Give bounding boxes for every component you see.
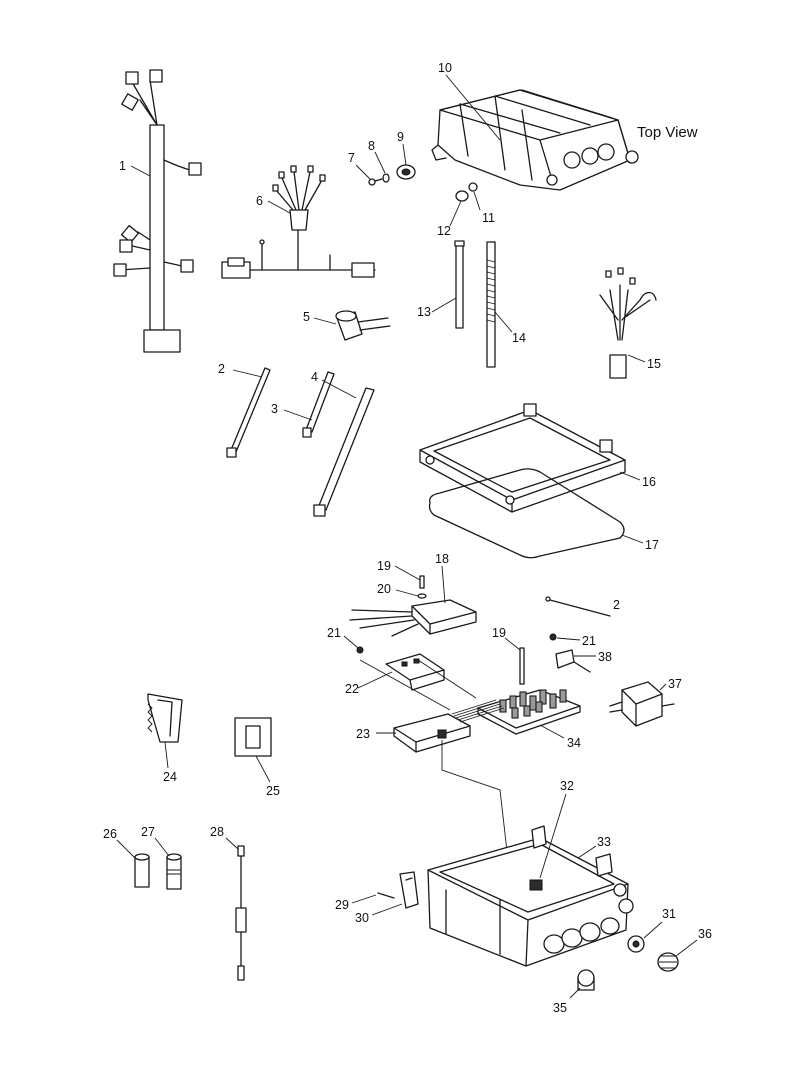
part-24-label bbox=[234, 717, 272, 757]
assembly-guide-line bbox=[441, 740, 509, 861]
part-36-circuit-board bbox=[477, 689, 581, 735]
callout-13: 13 bbox=[417, 305, 431, 319]
callout-12: 12 bbox=[437, 224, 451, 238]
callout-32: 36 bbox=[698, 927, 712, 941]
part-34-base-housing bbox=[427, 825, 634, 967]
callout-29: 29 bbox=[335, 898, 349, 912]
callout-1: 1 bbox=[119, 159, 126, 173]
callout-2a: 2 bbox=[218, 362, 225, 376]
callout-27: 27 bbox=[141, 825, 155, 839]
part-35-connector bbox=[529, 879, 543, 891]
part-20-washer bbox=[417, 593, 427, 599]
callout-34: 33 bbox=[597, 835, 611, 849]
part-14-threaded-rod bbox=[486, 241, 496, 368]
part-32-cap bbox=[657, 952, 679, 972]
callout-11: 11 bbox=[482, 211, 495, 225]
part-15-connector-pigtail bbox=[599, 267, 657, 379]
part-13-rod bbox=[454, 240, 465, 329]
callout-4: 4 bbox=[311, 370, 318, 384]
part-7-screw bbox=[368, 178, 383, 186]
part-11-socket bbox=[468, 182, 478, 192]
callout-23: 23 bbox=[356, 727, 370, 741]
part-21-screw-left bbox=[356, 646, 364, 654]
callout-2b: 2 bbox=[613, 598, 620, 612]
callout-18: 18 bbox=[435, 552, 449, 566]
part-16-lid-frame bbox=[419, 403, 626, 513]
callout-22: 22 bbox=[345, 682, 359, 696]
callout-9: 9 bbox=[397, 130, 404, 144]
part-31-plug bbox=[577, 969, 595, 991]
callout-19b: 19 bbox=[492, 626, 506, 640]
callout-21b: 21 bbox=[582, 634, 596, 648]
callout-14: 14 bbox=[512, 331, 526, 345]
part-19-screw bbox=[419, 575, 425, 589]
callout-30: 30 bbox=[355, 911, 369, 925]
part-27-fuse bbox=[166, 853, 182, 890]
part-21-screw-right bbox=[549, 633, 557, 641]
part-30-latch bbox=[399, 871, 419, 909]
callout-35: 32 bbox=[560, 779, 574, 793]
callout-25: 24 bbox=[163, 770, 177, 784]
part-19-screw-right bbox=[519, 647, 525, 685]
part-2-cable-tie-second bbox=[545, 596, 611, 617]
part-37-relay bbox=[609, 681, 675, 727]
part-12-bulb bbox=[455, 190, 469, 202]
callout-21a: 21 bbox=[327, 626, 341, 640]
callout-3: 3 bbox=[271, 402, 278, 416]
part-2-cable-tie bbox=[226, 367, 271, 458]
callout-20: 20 bbox=[377, 582, 391, 596]
part-4-cable-tie bbox=[313, 387, 375, 517]
callout-28: 28 bbox=[210, 825, 224, 839]
part-18-control-module bbox=[349, 599, 477, 637]
part-22-bracket bbox=[385, 653, 445, 691]
part-23-module bbox=[393, 699, 505, 753]
part-38-clip bbox=[555, 649, 591, 673]
callout-8: 8 bbox=[368, 139, 375, 153]
part-17-gasket bbox=[428, 468, 625, 559]
callout-17: 17 bbox=[645, 538, 659, 552]
callout-6: 6 bbox=[256, 194, 263, 208]
top-view-label: Top View bbox=[637, 124, 698, 141]
callout-24: 25 bbox=[266, 784, 280, 798]
part-25-seal bbox=[147, 693, 183, 743]
callout-26: 26 bbox=[103, 827, 117, 841]
assembly-guide-line-3 bbox=[417, 659, 477, 699]
callout-7: 7 bbox=[348, 151, 355, 165]
part-28-fuse-holder bbox=[235, 845, 247, 981]
part-29-pin bbox=[377, 892, 395, 899]
callout-5: 5 bbox=[303, 310, 310, 324]
part-6-sub-harness bbox=[221, 165, 376, 279]
part-9-grommet bbox=[396, 164, 416, 180]
callout-33: 31 bbox=[662, 907, 676, 921]
callout-37: 37 bbox=[668, 677, 682, 691]
callout-16: 16 bbox=[642, 475, 656, 489]
assembly-guide-line-2 bbox=[359, 659, 451, 711]
callout-31: 35 bbox=[553, 1001, 567, 1015]
callout-38: 38 bbox=[598, 650, 612, 664]
part-10-cover-top-view bbox=[431, 89, 639, 191]
callout-19a: 19 bbox=[377, 559, 391, 573]
callout-10: 10 bbox=[438, 61, 452, 75]
part-8-washer bbox=[382, 173, 390, 183]
callout-36: 34 bbox=[567, 736, 581, 750]
part-1-wiring-harness bbox=[113, 69, 202, 353]
part-33-plug bbox=[627, 935, 645, 953]
callout-15: 15 bbox=[647, 357, 661, 371]
part-3-cable-tie bbox=[302, 371, 335, 438]
part-26-fuse bbox=[134, 853, 150, 888]
part-5-sensor bbox=[335, 310, 391, 341]
